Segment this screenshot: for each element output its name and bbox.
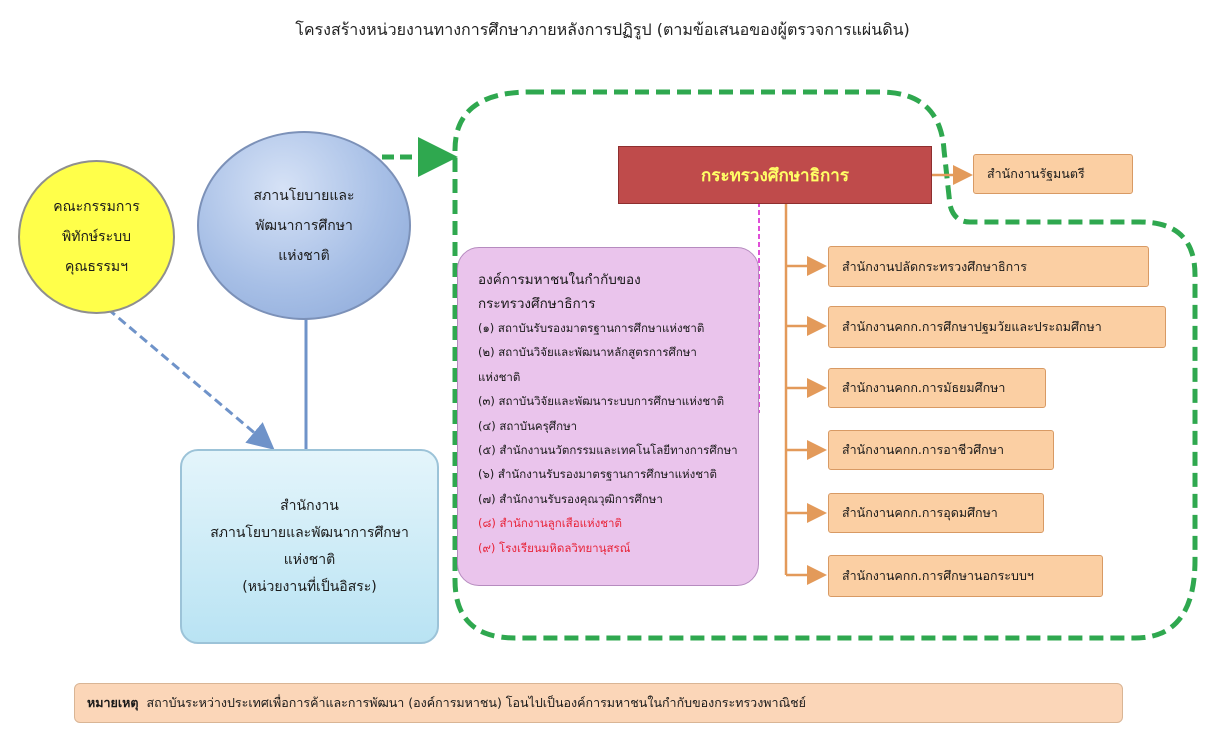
diagram-title: โครงสร้างหน่วยงานทางการศึกษาภายหลังการปฏ… xyxy=(295,20,910,39)
ministry-node: กระทรวงศึกษาธิการ xyxy=(618,146,932,204)
public-org-item-highlight: (๙) โรงเรียนมหิดลวิทยานุสรณ์ xyxy=(478,540,631,555)
ethics-line-1: คณะกรรมการ xyxy=(53,199,140,215)
office-line-2: สภานโยบายและพัฒนาการศึกษา xyxy=(210,524,409,541)
office-line-1: สำนักงาน xyxy=(280,497,339,514)
ethics-line-3: คุณธรรมฯ xyxy=(64,259,129,275)
ministry-to-public-org-arrow xyxy=(736,202,760,420)
office-line-3: แห่งชาติ xyxy=(283,551,336,568)
public-org-heading-1: องค์การมหาชนในกำกับของ xyxy=(478,272,641,288)
minister-office-node: สำนักงานรัฐมนตรี xyxy=(973,154,1133,194)
office-node: สำนักงานคกก.การศึกษาปฐมวัยและประถมศึกษา xyxy=(828,306,1166,348)
public-org-heading-2: กระทรวงศึกษาธิการ xyxy=(478,296,596,312)
public-org-item-highlight: (๘) สำนักงานลูกเสือแห่งชาติ xyxy=(478,516,622,531)
policy-line-1: สภานโยบายและ xyxy=(253,187,355,204)
policy-line-2: พัฒนาการศึกษา xyxy=(255,217,353,234)
policy-office-node: สำนักงาน สภานโยบายและพัฒนาการศึกษา แห่งช… xyxy=(180,449,439,644)
note-text: สถาบันระหว่างประเทศเพื่อการค้าและการพัฒน… xyxy=(146,695,806,710)
office-node: สำนักงานปลัดกระทรวงศึกษาธิการ xyxy=(828,246,1149,287)
policy-line-3: แห่งชาติ xyxy=(278,247,330,264)
public-org-item: (๗) สำนักงานรับรองคุณวุฒิการศึกษา xyxy=(478,491,663,506)
policy-council-node: สภานโยบายและ พัฒนาการศึกษา แห่งชาติ xyxy=(197,131,411,320)
public-org-item: (๒) สถาบันวิจัยและพัฒนาหลักสูตรการศึกษา xyxy=(478,345,697,360)
ethics-to-office-arrow xyxy=(107,307,275,450)
public-org-item: (๕) สำนักงานนวัตกรรมและเทคโนโลยีทางการศึ… xyxy=(478,443,738,458)
public-org-item: (๓) สถาบันวิจัยและพัฒนาระบบการศึกษาแห่งช… xyxy=(478,394,725,409)
public-org-item: (๖) สำนักงานรับรองมาตรฐานการศึกษาแห่งชาต… xyxy=(478,467,717,482)
public-org-item: (๑) สถาบันรับรองมาตรฐานการศึกษาแห่งชาติ xyxy=(478,321,705,335)
office-node: สำนักงานคกก.การอุดมศึกษา xyxy=(828,493,1044,533)
ethics-line-2: พิทักษ์ระบบ xyxy=(62,229,131,245)
public-org-item: แห่งชาติ xyxy=(478,369,521,384)
office-node: สำนักงานคกก.การอาชีวศึกษา xyxy=(828,430,1054,470)
note-box: หมายเหตุ สถาบันระหว่างประเทศเพื่อการค้าแ… xyxy=(74,683,1123,723)
ethics-committee-node: คณะกรรมการ พิทักษ์ระบบ คุณธรรมฯ xyxy=(18,160,175,314)
office-line-4: (หน่วยงานที่เป็นอิสระ) xyxy=(242,578,377,595)
ministry-boundary xyxy=(452,89,1198,641)
public-org-node: องค์การมหาชนในกำกับของ กระทรวงศึกษาธิการ… xyxy=(457,247,759,586)
note-label: หมายเหตุ xyxy=(87,695,139,710)
office-node: สำนักงานคกก.การศึกษานอกระบบฯ xyxy=(828,555,1103,597)
office-node: สำนักงานคกก.การมัธยมศึกษา xyxy=(828,368,1046,408)
office-branch-arrows xyxy=(786,256,827,585)
public-org-item: (๔) สถาบันครุศึกษา xyxy=(478,418,578,433)
